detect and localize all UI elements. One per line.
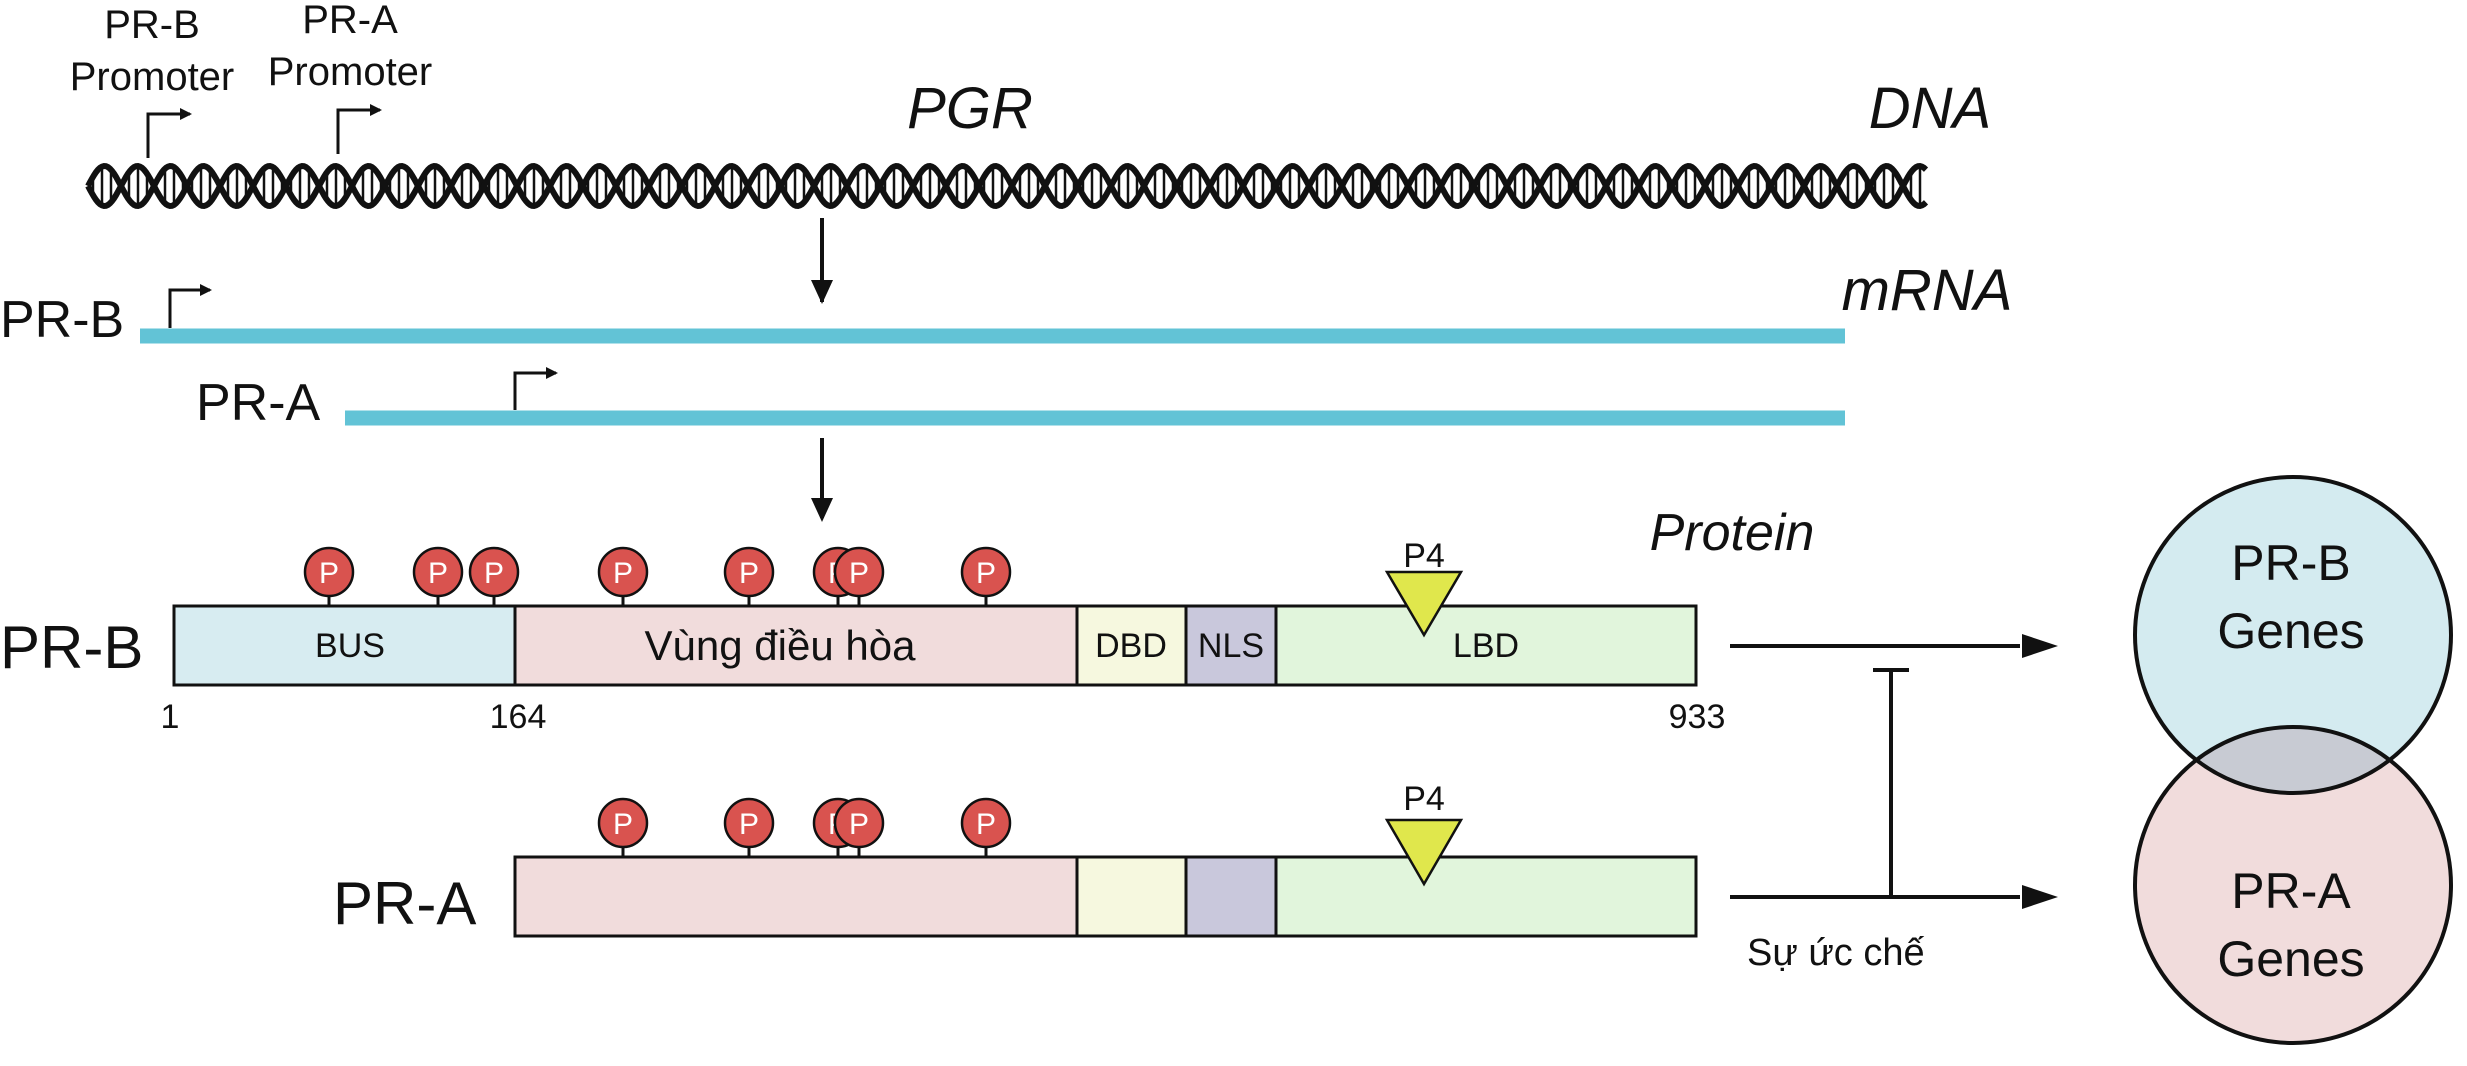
pr-b-genes-label-2: Genes: [2217, 603, 2364, 659]
p4-ligand: P4: [1384, 780, 1464, 887]
helix-base-pairs: [91, 166, 1922, 206]
pr-a-genes-label-2: Genes: [2217, 931, 2364, 987]
p4-triangle: [1384, 818, 1464, 887]
transcription-start-arrow: [146, 108, 192, 158]
phospho-label: P: [976, 557, 996, 590]
phospho-site: P: [723, 546, 775, 606]
domain-bus: [172, 604, 517, 687]
phospho-site: P: [960, 546, 1012, 606]
dna-helix: [85, 162, 1929, 210]
helix-strand: [85, 162, 1929, 210]
phospho-label: P: [428, 557, 448, 590]
gene-name-label: PGR: [907, 76, 1033, 141]
pr-a-genes-label: PR-A: [2231, 863, 2351, 919]
phospho-site: P: [468, 546, 520, 606]
domain-lbd: [1274, 855, 1698, 938]
domain-nls-label: NLS: [1198, 627, 1264, 665]
pr-b-genes-circle: [2135, 477, 2451, 793]
domain-lbd: [1274, 604, 1698, 687]
mrna-pr-b-label: PR-B: [0, 291, 124, 349]
inhibition-bar: [1873, 668, 1909, 897]
promoter-pr-b: PR-B Promoter: [70, 3, 235, 158]
mrna-pr-a-label: PR-A: [196, 374, 321, 432]
pr-b-activation-arrowhead: [2022, 634, 2058, 658]
inhibition-label: Sự ức chế: [1747, 932, 1925, 974]
phospho-site: P: [303, 546, 355, 606]
phospho-site: P: [960, 797, 1012, 857]
pr-a-phospho-sites: P P P P P: [597, 797, 1012, 857]
domain-bus-label: BUS: [315, 627, 385, 665]
domain-dbd: [1075, 855, 1188, 938]
pr-a-protein: PR-A P P P P: [333, 780, 1698, 938]
position-end: 933: [1669, 698, 1726, 736]
phospho-label: P: [484, 557, 504, 590]
position-start: 1: [161, 698, 180, 736]
phospho-site: P: [833, 797, 885, 857]
phospho-label: P: [739, 808, 759, 841]
pr-b-protein: PR-B P P P P: [0, 537, 1725, 736]
phospho-label: P: [976, 808, 996, 841]
p4-label: P4: [1403, 780, 1445, 818]
phospho-site: P: [412, 546, 464, 606]
p4-ligand: P4: [1384, 537, 1464, 638]
pr-b-genes-label: PR-B: [2231, 535, 2350, 591]
domain-dbd-label: DBD: [1095, 627, 1167, 665]
p4-triangle: [1384, 570, 1464, 638]
pr-a-protein-label: PR-A: [333, 870, 476, 937]
phospho-label: P: [613, 557, 633, 590]
dna-label: DNA: [1869, 76, 1991, 141]
promoter-pr-a-label-2: Promoter: [268, 50, 433, 94]
transcription-start-arrow: [336, 104, 382, 154]
domain-regulatory-label: Vùng điều hòa: [645, 622, 917, 669]
domain-nls: [1184, 604, 1278, 687]
protein-label: Protein: [1650, 504, 1815, 562]
pr-b-phospho-sites: P P P P P: [303, 546, 1012, 606]
domain-lbd-label: LBD: [1453, 627, 1519, 665]
domain-nls: [1184, 855, 1278, 938]
pr-b-start-arrow: [168, 284, 212, 328]
promoter-pr-b-label-2: Promoter: [70, 55, 235, 99]
helix-strand: [85, 162, 1929, 210]
phospho-label: P: [739, 557, 759, 590]
pr-a-activation-arrowhead: [2022, 885, 2058, 909]
phospho-site: P: [723, 797, 775, 857]
translation-arrowhead: [811, 498, 833, 522]
pr-b-protein-label: PR-B: [0, 614, 143, 681]
phospho-site: P: [597, 797, 649, 857]
domain-regulatory: [513, 855, 1079, 938]
phospho-label: P: [613, 808, 633, 841]
mrna-label: mRNA: [1842, 258, 2013, 323]
domain-regulatory: [513, 604, 1079, 687]
p4-label: P4: [1403, 537, 1445, 575]
promoter-pr-a-label: PR-A: [302, 0, 398, 42]
phospho-site: P: [597, 546, 649, 606]
promoter-pr-a: PR-A Promoter: [268, 0, 433, 154]
phospho-label: P: [319, 557, 339, 590]
pr-a-start-arrow: [513, 367, 558, 410]
promoter-pr-b-label: PR-B: [104, 3, 200, 47]
domain-dbd: [1075, 604, 1188, 687]
pr-a-genes-circle: [2135, 727, 2451, 1043]
position-bus-end: 164: [490, 698, 547, 736]
phospho-label: P: [849, 808, 869, 841]
transcription-arrowhead: [811, 280, 833, 304]
phospho-site: P: [833, 546, 885, 606]
phospho-label: P: [849, 557, 869, 590]
target-genes-venn: PR-B Genes PR-A Genes: [2133, 475, 2453, 1045]
